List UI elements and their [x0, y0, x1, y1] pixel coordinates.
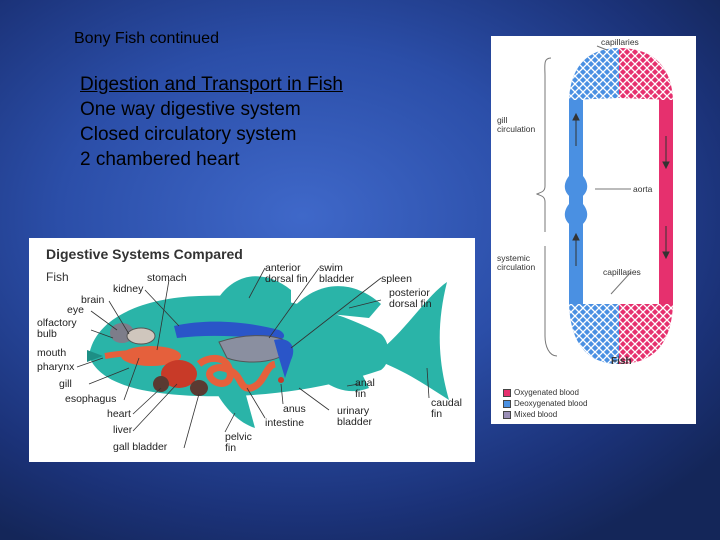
legend-swatch	[503, 388, 511, 397]
mouth-shape	[87, 350, 103, 362]
label-intestine: intestine	[265, 417, 305, 429]
digestive-diagram: Digestive Systems Compared Fish stomach …	[29, 238, 475, 462]
legend-swatch	[503, 399, 511, 408]
bullet-item: Closed circulatory system	[80, 124, 297, 145]
label-olfactory-bulb: olfactory bulb	[37, 317, 77, 340]
label-spleen: spleen	[381, 273, 412, 285]
bullet-list: Digestion and Transport in Fish One way …	[80, 72, 343, 172]
legend-deoxygenated: Deoxygenated blood	[503, 399, 587, 409]
label-posterior-dorsal-fin: posterior dorsal fin	[389, 287, 432, 310]
circulation-name: Fish	[611, 356, 632, 367]
label-swim-bladder: swim bladder	[319, 262, 355, 285]
label-brain: brain	[81, 294, 105, 306]
spleen-shape	[274, 339, 294, 378]
capillary-bottom-mesh	[569, 304, 673, 364]
label-heart: heart	[107, 408, 131, 420]
label-gill-circulation: gill circulation	[497, 115, 536, 134]
label-capillaries-top: capillaries	[601, 37, 639, 47]
intestine-shape	[196, 355, 277, 392]
fish-anatomy-illustration	[76, 267, 449, 449]
liver-shape	[161, 360, 197, 388]
label-systemic-circulation: systemic circulation	[497, 253, 536, 272]
capillary-top-mesh	[569, 48, 673, 100]
heart-atrium	[564, 176, 588, 200]
heart-shape	[153, 376, 169, 392]
systemic-bracket	[544, 246, 558, 357]
label-liver: liver	[113, 424, 133, 436]
label-capillaries-bottom: capillaries	[603, 267, 641, 277]
anus-shape	[278, 377, 284, 383]
circulation-diagram: capillaries gill circulation aorta syste…	[491, 36, 696, 424]
label-gill: gill	[59, 378, 72, 390]
bullet-item: One way digestive system	[80, 99, 301, 120]
bullet-heading: Digestion and Transport in Fish	[80, 74, 343, 95]
legend-mixed: Mixed blood	[503, 410, 557, 420]
label-anal-fin: anal fin	[355, 377, 375, 400]
gill-bracket	[535, 57, 552, 232]
caudal-fin-shape	[381, 282, 449, 400]
label-pelvic-fin: pelvic fin	[225, 431, 252, 454]
brain-shape	[126, 327, 156, 345]
digestive-title: Digestive Systems Compared	[46, 246, 243, 262]
gall-bladder-shape	[190, 380, 208, 396]
label-pharynx: pharynx	[37, 361, 75, 373]
legend-swatch	[503, 410, 511, 419]
pelvic-fin-shape	[214, 388, 255, 428]
label-anterior-dorsal-fin: anterior dorsal fin	[265, 262, 308, 285]
legend-oxygenated: Oxygenated blood	[503, 388, 579, 398]
heart-ventricle	[564, 204, 588, 228]
bullet-item: 2 chambered heart	[80, 149, 240, 170]
label-esophagus: esophagus	[65, 393, 117, 405]
label-aorta: aorta	[633, 184, 653, 194]
label-anus: anus	[283, 403, 306, 415]
label-urinary-bladder: urinary bladder	[337, 405, 373, 428]
digestive-subtitle: Fish	[46, 270, 69, 284]
label-kidney: kidney	[113, 283, 144, 295]
circulation-illustration	[535, 45, 673, 364]
label-mouth: mouth	[37, 347, 67, 359]
slide-title: Bony Fish continued	[74, 30, 219, 47]
label-gall-bladder: gall bladder	[113, 441, 168, 453]
label-stomach: stomach	[147, 272, 187, 284]
label-eye: eye	[67, 304, 84, 316]
stomach-shape	[121, 346, 181, 366]
label-caudal-fin: caudal fin	[431, 397, 462, 420]
